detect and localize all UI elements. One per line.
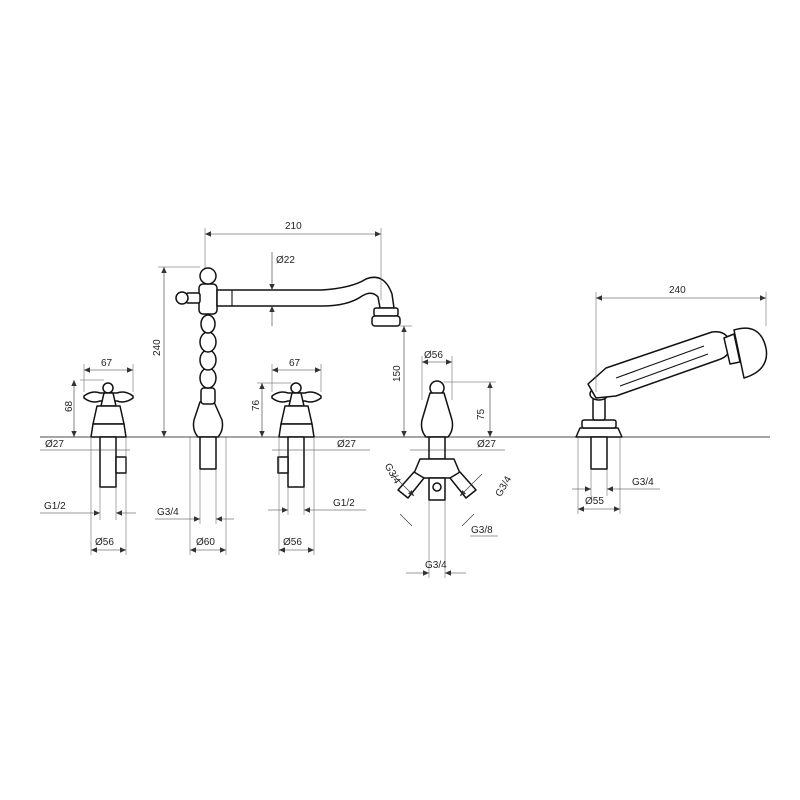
spout-pipe-dia-label: Ø22	[276, 255, 295, 266]
left-valve-width-label: 67	[101, 358, 113, 369]
diverter-width-label: Ø56	[424, 350, 443, 361]
diverter	[397, 380, 477, 501]
left-valve-thread-label: G1/2	[44, 501, 66, 512]
hand-shower-thread-label: G3/4	[632, 477, 654, 488]
spout-thread-label: G3/4	[157, 507, 179, 518]
diverter-inlet-right-label: G3/4	[494, 474, 515, 499]
left-valve	[83, 382, 134, 488]
middle-valve-shank-dia-label: Ø27	[337, 439, 356, 450]
diverter-shank-dia-label: Ø27	[477, 439, 496, 450]
middle-valve-width-label: 67	[289, 358, 301, 369]
spout-height-label: 240	[152, 339, 163, 356]
diverter-outlet-side-label: G3/8	[471, 525, 493, 536]
hand-shower-dimensions: 240 G3/4 Ø55	[572, 285, 767, 514]
spout-dimensions: 210 Ø22 240 150 G3/4 Ø60	[152, 221, 412, 555]
spout-outlet-height-label: 150	[392, 365, 403, 382]
middle-valve-height-label: 76	[251, 399, 262, 411]
middle-valve-dimensions: 67 76 Ø27 G1/2 Ø56	[251, 358, 370, 555]
spout-base-dia-label: Ø60	[196, 537, 215, 548]
left-valve-base-dia-label: Ø56	[95, 537, 114, 548]
diverter-outlet-bottom-label: G3/4	[425, 560, 447, 571]
left-valve-dimensions: 67 68 Ø27 G1/2 Ø56	[40, 358, 136, 555]
left-valve-shank-dia-label: Ø27	[45, 439, 64, 450]
middle-valve-base-dia-label: Ø56	[283, 537, 302, 548]
left-valve-height-label: 68	[64, 400, 75, 412]
diverter-height-label: 75	[476, 408, 487, 420]
hand-shower-reach-label: 240	[669, 285, 686, 296]
hand-shower-base-dia-label: Ø55	[585, 496, 604, 507]
diverter-inlet-left-label: G3/4	[382, 462, 403, 487]
hand-shower	[575, 327, 768, 470]
middle-valve	[271, 382, 322, 488]
spout-reach-label: 210	[285, 221, 302, 232]
spout	[175, 267, 401, 470]
middle-valve-thread-label: G1/2	[333, 498, 355, 509]
